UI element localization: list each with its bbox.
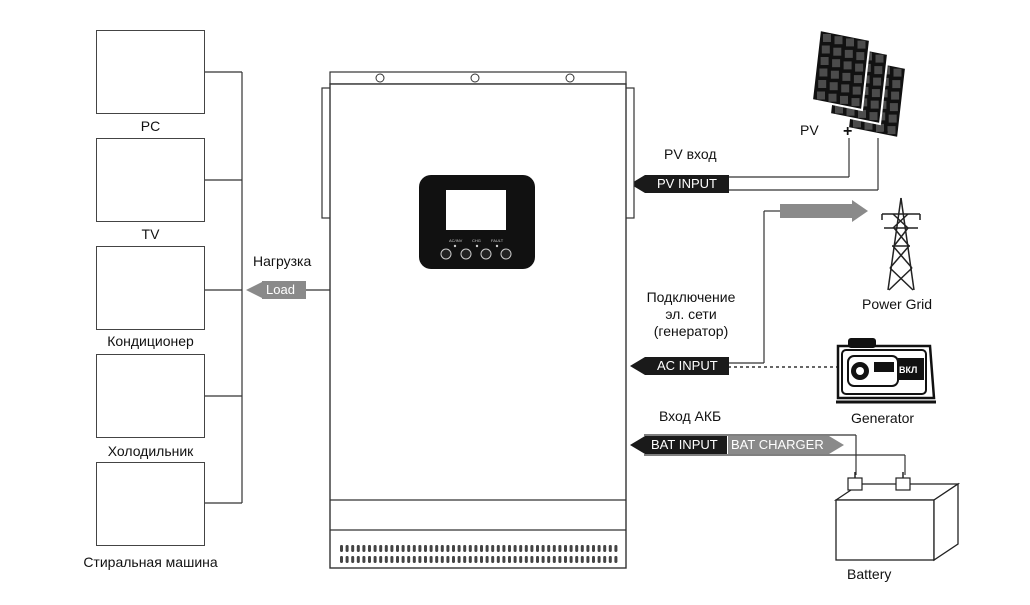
ac-box (96, 246, 205, 330)
generator-label: Generator (851, 410, 915, 426)
inverter-btn-label-2: CHG (472, 238, 481, 243)
grid-line (728, 210, 780, 364)
washer-label: Стиральная машина (83, 554, 218, 570)
vent-grille (340, 545, 618, 563)
bat-charger-tag: BAT CHARGER (728, 436, 829, 454)
load-tag: Load (262, 281, 306, 299)
pc-box (96, 30, 205, 114)
pv-plus-label: + (843, 123, 853, 140)
inverter-buttons (440, 248, 512, 260)
fridge-label: Холодильник (107, 443, 194, 459)
inverter (321, 71, 635, 569)
pv-lines (728, 138, 879, 191)
bat-charger-tag-text: BAT CHARGER (731, 437, 824, 452)
grid-caption-line2: эл. сети (665, 306, 717, 322)
pv-label: PV (800, 122, 819, 138)
pv-input-tag-text: PV INPUT (657, 176, 717, 191)
lcd-screen (446, 190, 506, 230)
inverter-btn-label-1: AC/INV (449, 238, 463, 243)
power-grid-tower-icon (881, 197, 921, 291)
grid-caption-line3: (генератор) (653, 323, 729, 339)
bat-input-arrow-head (630, 436, 645, 454)
tv-label: TV (141, 226, 160, 242)
load-bus-lines (205, 71, 330, 504)
generator-icon (836, 338, 936, 404)
battery-icon (833, 472, 961, 562)
solar-panels-icon (810, 28, 908, 140)
pv-arrow-head (630, 175, 645, 193)
pc-label: PC (140, 118, 161, 134)
fridge-box (96, 354, 205, 438)
battery-lines (644, 434, 906, 475)
grid-arrow-body (780, 204, 852, 218)
tv-box (96, 138, 205, 222)
power-grid-label: Power Grid (862, 296, 933, 312)
ac-label: Кондиционер (107, 333, 194, 349)
load-caption: Нагрузка (253, 253, 312, 269)
load-arrow-head (246, 282, 262, 298)
ac-arrow-head (630, 357, 645, 375)
generator-panel-text: ВКЛ (899, 365, 918, 375)
grid-caption-line1: Подключение (646, 289, 736, 305)
load-tag-text: Load (266, 282, 295, 297)
inverter-btn-label-3: FAULT (491, 238, 504, 243)
battery-label: Battery (847, 566, 892, 582)
inverter-leds (453, 244, 499, 248)
pv-caption: PV вход (664, 146, 717, 162)
battery-caption: Вход АКБ (659, 408, 722, 424)
ac-input-tag: AC INPUT (645, 357, 729, 375)
pv-input-tag: PV INPUT (645, 175, 729, 193)
bat-input-tag-text: BAT INPUT (651, 437, 718, 452)
ac-input-tag-text: AC INPUT (657, 358, 718, 373)
washer-box (96, 462, 205, 546)
pv-minus-label: - (883, 123, 889, 140)
bat-charger-arrow-head (829, 436, 844, 454)
bat-input-tag: BAT INPUT (645, 436, 727, 454)
grid-arrow-head (852, 200, 868, 222)
